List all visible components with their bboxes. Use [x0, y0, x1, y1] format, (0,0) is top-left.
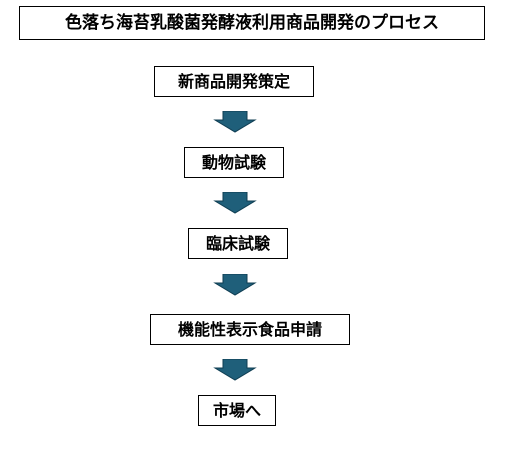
step-to-market: 市場へ [198, 395, 276, 426]
down-arrow-icon [213, 359, 257, 381]
step-animal-testing: 動物試験 [184, 147, 284, 178]
down-arrow-icon [213, 274, 257, 296]
diagram-title: 色落ち海苔乳酸菌発酵液利用商品開発のプロセス [19, 6, 485, 40]
down-arrow-icon [213, 111, 257, 133]
step-clinical-trial: 臨床試験 [188, 228, 288, 259]
step-new-product-planning: 新商品開発策定 [154, 66, 314, 97]
down-arrow-icon [213, 192, 257, 214]
step-functional-food-application: 機能性表示食品申請 [150, 314, 350, 345]
